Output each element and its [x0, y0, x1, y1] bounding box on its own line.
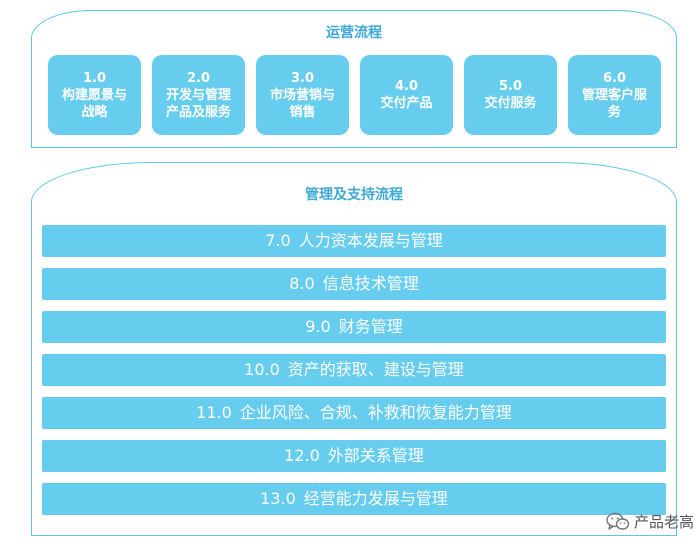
process-box-4: 4.0 交付产品	[360, 55, 453, 135]
operations-title: 运营流程	[326, 25, 382, 41]
process-bar-8: 8.0 信息技术管理	[42, 268, 666, 300]
process-label: 交付产品	[380, 96, 433, 111]
process-bar-10: 10.0 资产的获取、建设与管理	[42, 354, 666, 386]
process-bar-9: 9.0 财务管理	[42, 311, 666, 343]
process-label: 交付服务	[484, 96, 537, 111]
process-number: 9.0	[305, 317, 331, 336]
process-label: 信息技术管理	[322, 274, 419, 293]
process-bar-12: 12.0 外部关系管理	[42, 440, 666, 472]
process-number: 12.0	[284, 446, 320, 465]
process-bar-7: 7.0 人力资本发展与管理	[42, 225, 666, 257]
process-label: 外部关系管理	[327, 446, 424, 465]
watermark: 产品老高	[606, 511, 694, 532]
process-bar-13: 13.0 经营能力发展与管理	[42, 483, 666, 515]
process-box-1: 1.0 构建愿景与 战略	[48, 55, 141, 135]
process-number: 7.0	[265, 231, 291, 250]
process-label: 人力资本发展与管理	[298, 231, 443, 250]
wechat-icon	[606, 512, 630, 532]
process-label: 经营能力发展与管理	[303, 489, 448, 508]
process-number: 5.0	[498, 79, 523, 94]
process-box-3: 3.0 市场营销与 销售	[256, 55, 349, 135]
process-label: 管理客户服 务	[581, 87, 647, 120]
process-bar-11: 11.0 企业风险、合规、补救和恢复能力管理	[42, 397, 666, 429]
process-number: 6.0	[602, 70, 627, 86]
process-number: 10.0	[244, 360, 280, 379]
process-label: 市场营销与 销售	[269, 87, 335, 120]
operations-panel: 运营流程 1.0 构建愿景与 战略 2.0 开发与管理 产品及服务 3.0 市场…	[31, 10, 677, 148]
process-number: 3.0	[290, 70, 315, 86]
support-title: 管理及支持流程	[305, 187, 403, 203]
operations-boxes: 1.0 构建愿景与 战略 2.0 开发与管理 产品及服务 3.0 市场营销与 销…	[48, 55, 662, 135]
process-number: 2.0	[186, 70, 211, 86]
process-box-5: 5.0 交付服务	[464, 55, 557, 135]
process-box-2: 2.0 开发与管理 产品及服务	[152, 55, 245, 135]
process-number: 1.0	[82, 70, 107, 86]
support-panel: 管理及支持流程 7.0 人力资本发展与管理 8.0 信息技术管理 9.0 财务管理 1…	[31, 162, 677, 536]
process-label: 财务管理	[338, 317, 403, 336]
process-label: 企业风险、合规、补救和恢复能力管理	[239, 403, 512, 422]
process-number: 4.0	[394, 79, 419, 94]
process-number: 8.0	[289, 274, 315, 293]
process-box-6: 6.0 管理客户服 务	[568, 55, 661, 135]
process-number: 13.0	[260, 489, 296, 508]
process-label: 资产的获取、建设与管理	[287, 360, 464, 379]
process-label: 开发与管理 产品及服务	[165, 87, 231, 120]
process-number: 11.0	[196, 403, 232, 422]
process-label: 构建愿景与 战略	[61, 87, 127, 120]
watermark-text: 产品老高	[633, 513, 694, 531]
